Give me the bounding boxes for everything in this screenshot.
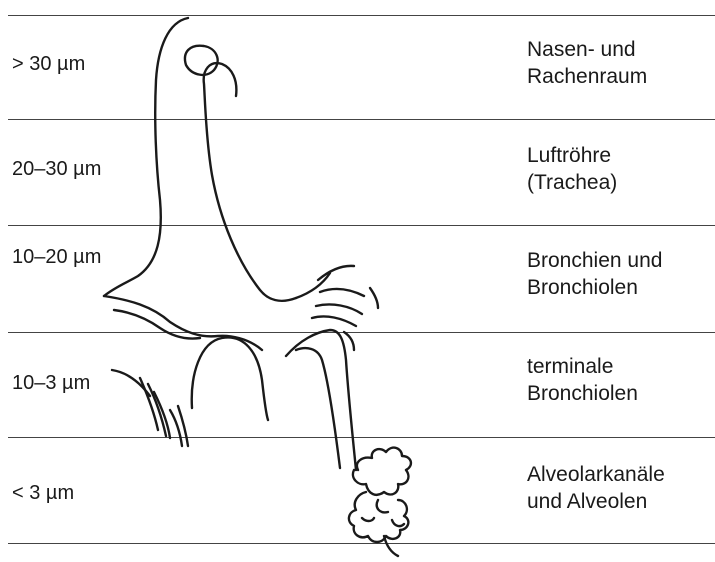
right-bronchus-duct-inner <box>296 348 340 468</box>
left-bronchus-branch <box>104 296 262 350</box>
alveolar-cluster <box>349 448 411 542</box>
terminal-bronchiole-stroke <box>178 406 188 446</box>
left-bronchus-lobe <box>114 310 200 339</box>
bronchiole-stroke <box>316 304 362 314</box>
terminal-bronchiole-stroke <box>112 370 150 396</box>
nasopharynx-outline <box>104 18 188 296</box>
bronchiole-stroke <box>318 266 354 280</box>
alveolar-cluster-detail <box>362 500 404 526</box>
bronchiole-stroke <box>320 289 364 296</box>
terminal-bronchiole-stroke <box>154 392 170 438</box>
trachea-right-wall <box>296 273 330 298</box>
nasal-cavity-outline <box>185 46 218 75</box>
central-bronchus-arch <box>192 337 268 420</box>
pharynx-curl-outline <box>204 63 296 301</box>
bronchiole-stroke <box>370 288 378 308</box>
bronchiole-stroke <box>312 316 356 326</box>
bronchiole-stroke <box>344 332 354 350</box>
